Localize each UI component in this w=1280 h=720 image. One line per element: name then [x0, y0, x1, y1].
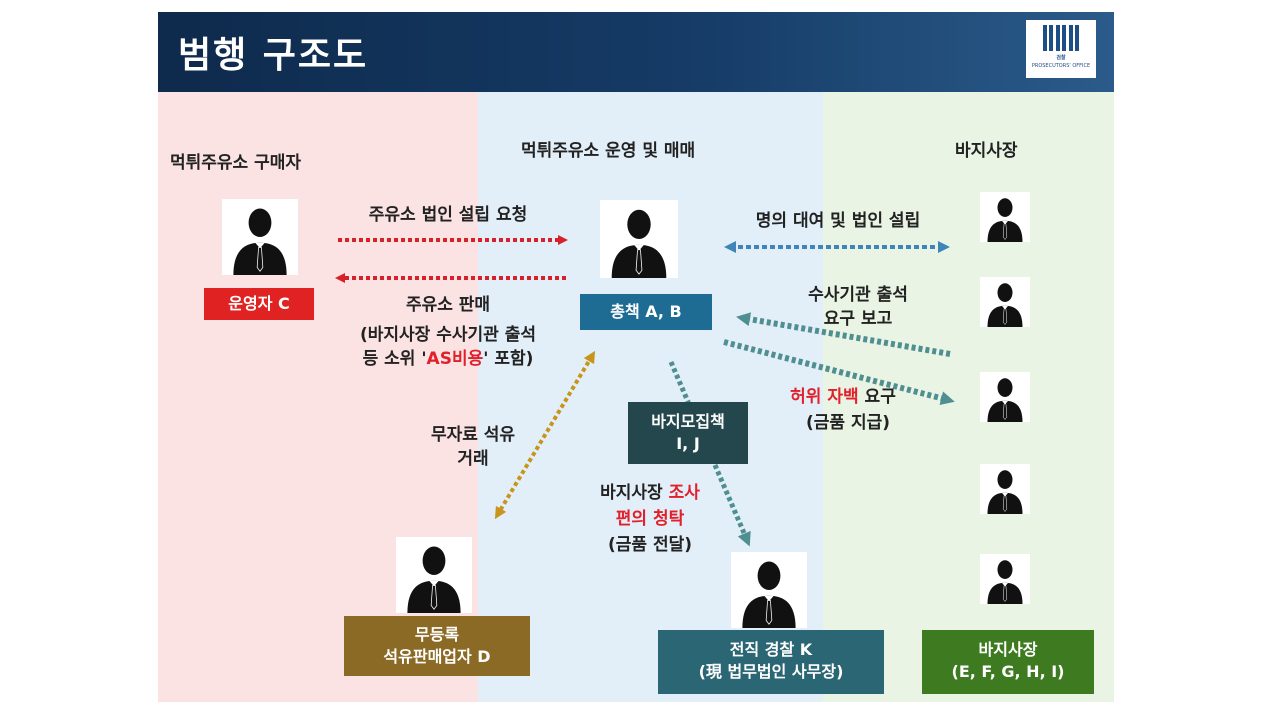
sale-label-line2: (바지사장 수사기관 출석 [359, 325, 536, 345]
sale-label-line3: 등 소위 'AS비용' 포함) [362, 349, 534, 369]
person-silhouette-icon [980, 182, 1030, 252]
report-label-line2: 요구 보고 [823, 309, 893, 329]
favor-request-arrow [668, 361, 751, 547]
operation-column-heading: 먹튀주유소 운영 및 매매 [521, 141, 696, 161]
person-silhouette-icon [980, 544, 1030, 614]
person-silhouette-icon [980, 454, 1030, 524]
buyer-column-heading: 먹튀주유소 구매자 [170, 153, 302, 173]
person-silhouette-icon [222, 199, 298, 275]
proxy-owners-box: 바지사장 (E, F, G, H, I) [922, 630, 1094, 694]
favor-label-line1: 바지사장 조사 [600, 483, 700, 503]
proxy-column [823, 92, 1114, 702]
relationship-arrows [335, 235, 955, 547]
chief-ab-box: 총책 A, B [580, 294, 712, 330]
report-arrow [736, 312, 951, 357]
establishment-request-label: 주유소 법인 설립 요청 [368, 205, 528, 225]
person-silhouette-icon [731, 552, 807, 628]
oil-trade-label-line2: 거래 [457, 449, 489, 469]
page-title: 범행 구조도 [178, 35, 369, 76]
name-lending-label: 명의 대여 및 법인 설립 [755, 211, 921, 231]
header-bar: 범행 구조도 검찰 PROSECUTORS' OFFICE [158, 12, 1114, 92]
sale-label-line1: 주유소 판매 [405, 295, 491, 315]
unregistered-dealer-d-box: 무등록 석유판매업자 D [344, 616, 530, 676]
operator-c-box: 운영자 C [204, 288, 314, 320]
favor-label-line2: 편의 청탁 [615, 509, 685, 529]
favor-label-line3: (금품 전달) [607, 535, 693, 555]
former-police-k-box: 전직 경찰 K (現 법무법인 사무장) [658, 630, 884, 694]
person-silhouette-icon [598, 200, 680, 278]
oil-trade-label-line1: 무자료 석유 [430, 425, 516, 445]
false-confession-arrow [723, 339, 955, 406]
person-silhouette-icon [980, 362, 1030, 432]
person-silhouette-icon [980, 267, 1030, 337]
oil-trade-arrow [494, 350, 596, 520]
diagram-slide: 범행 구조도 검찰 PROSECUTORS' OFFICE 먹튀주유소 구매자 … [158, 12, 1114, 702]
proxy-column-heading: 바지사장 [955, 141, 1018, 161]
false-confession-label-line2: (금품 지급) [805, 413, 891, 433]
person-silhouette-icon [396, 537, 472, 613]
report-label-line1: 수사기관 출석 [808, 285, 908, 305]
recruiter-ij-box: 바지모집책 I, J [628, 402, 748, 464]
prosecution-logo-icon: 검찰 PROSECUTORS' OFFICE [1026, 20, 1096, 78]
false-confession-label: 허위 자백 요구 [790, 387, 896, 407]
